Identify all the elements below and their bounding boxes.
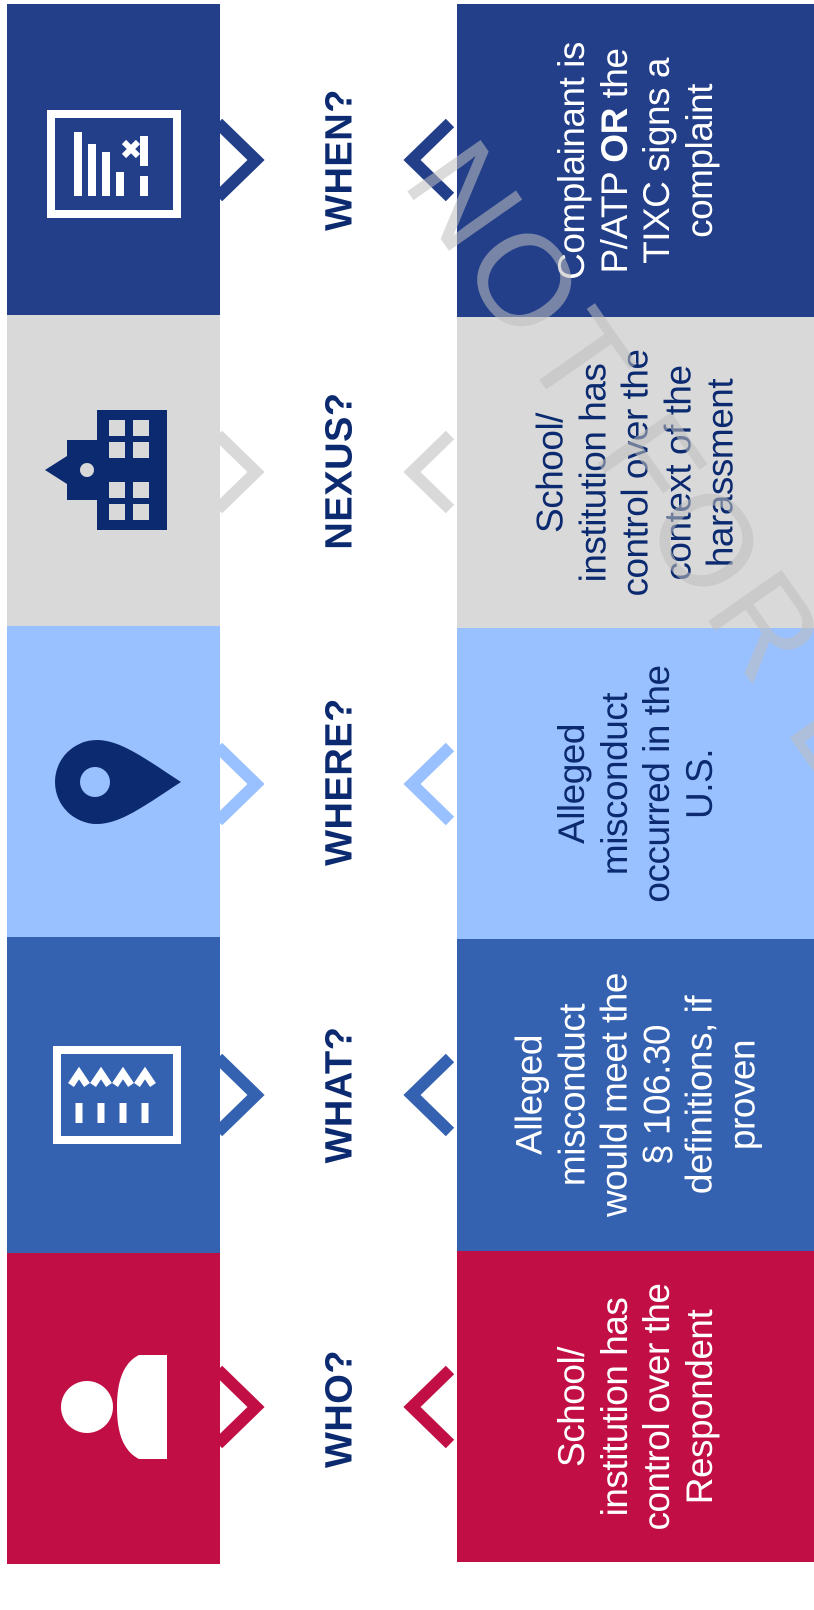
chevron-right-nexus	[403, 430, 455, 514]
location-pin-icon	[55, 740, 181, 824]
icon-box-when	[7, 4, 220, 315]
chevron-right-when	[403, 118, 455, 202]
chevron-left-when	[213, 118, 265, 202]
text-box-where: Alleged misconduct occurred in the U.S.	[457, 628, 814, 939]
text-box-what: Alleged misconduct would meet the § 106.…	[457, 939, 814, 1251]
document-checklist-icon	[47, 110, 181, 218]
text-box-when: Complainant is P/ATP OR the TIXC signs a…	[457, 4, 814, 317]
icon-box-nexus	[7, 315, 220, 626]
icon-box-where	[7, 626, 220, 937]
icon-box-who	[7, 1253, 220, 1564]
chevron-left-who	[213, 1365, 265, 1449]
school-building-icon	[45, 410, 167, 530]
chevron-right-who	[403, 1365, 455, 1449]
chevron-left-where	[213, 742, 265, 826]
text-box-who: School/ institution has control over the…	[457, 1251, 814, 1562]
person-icon	[61, 1355, 167, 1459]
chevron-right-where	[403, 742, 455, 826]
chevron-right-what	[403, 1053, 455, 1137]
chevron-left-what	[213, 1053, 265, 1137]
policy-document-icon	[53, 1046, 181, 1144]
chevron-left-nexus	[213, 430, 265, 514]
text-box-nexus: School/ institution has control over the…	[457, 317, 814, 628]
icon-box-what	[7, 937, 220, 1253]
